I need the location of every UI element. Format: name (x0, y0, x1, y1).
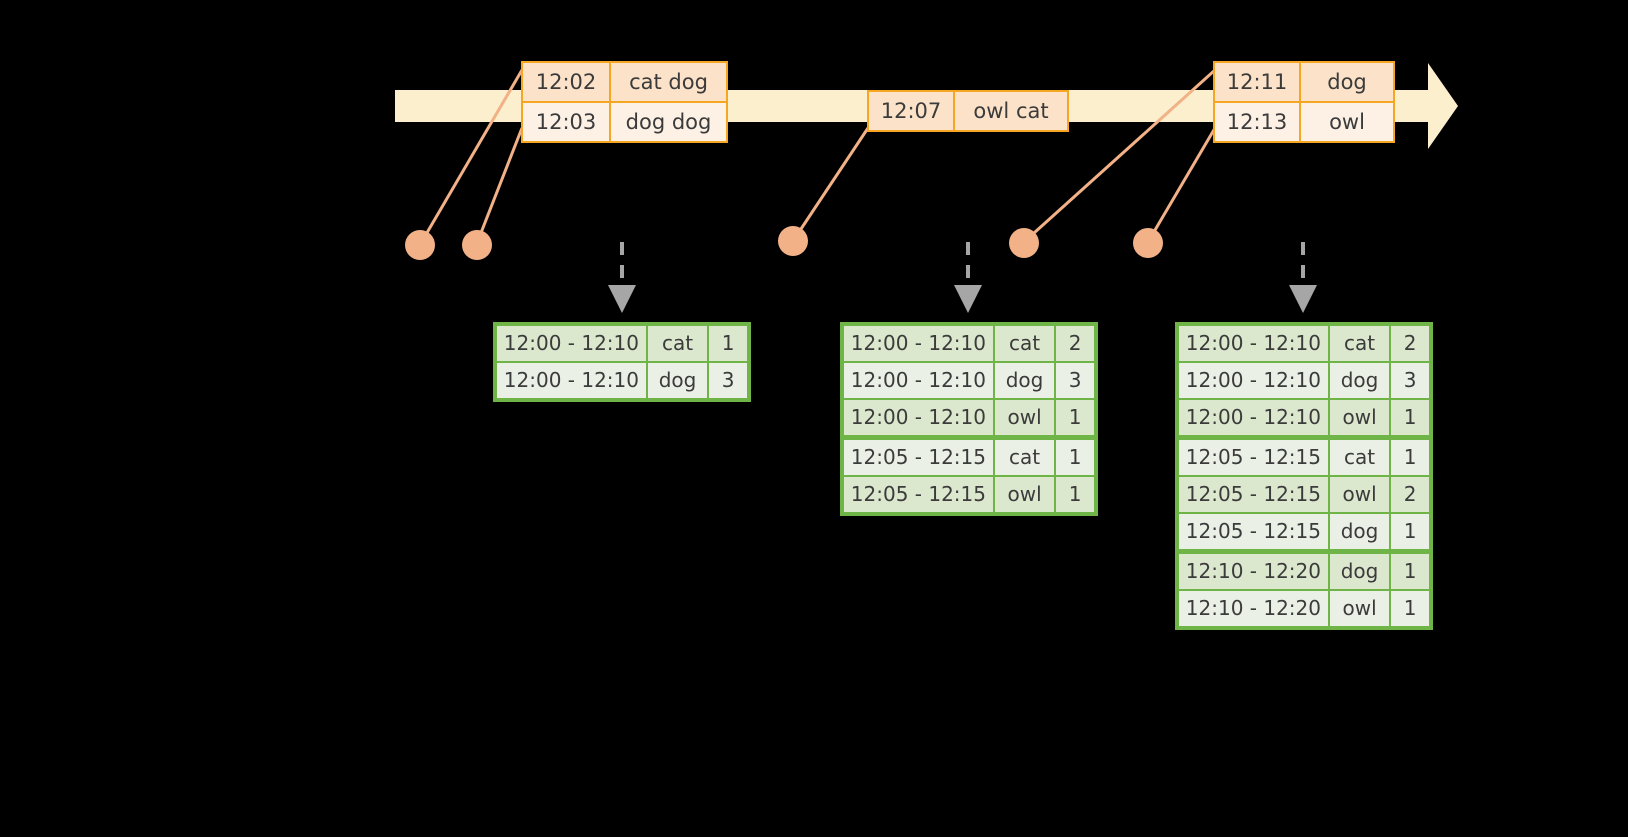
table-row[interactable]: 12:10 - 12:20 dog 1 (1178, 553, 1430, 590)
trigger-arrow-1 (608, 242, 636, 313)
word-cell: cat (1329, 326, 1390, 361)
word-cell: cat (1329, 440, 1390, 475)
count-cell: 2 (1391, 326, 1429, 361)
event-words: owl cat (973, 99, 1049, 123)
trigger-arrow-3 (1289, 242, 1317, 313)
word-cell: dog (1329, 554, 1390, 589)
word-cell: owl (994, 477, 1055, 512)
event-dot-4 (1009, 228, 1039, 258)
event-row[interactable]: 12:02 cat dog (523, 63, 726, 101)
event-words: dog (1327, 70, 1367, 94)
table-row[interactable]: 12:00 - 12:10 cat 1 (496, 325, 748, 362)
table-row[interactable]: 12:00 - 12:10 cat 2 (843, 325, 1095, 362)
window-cell: 12:00 - 12:10 (844, 400, 993, 435)
result-table-3[interactable]: 12:00 - 12:10 cat 2 12:00 - 12:10 dog 3 … (1175, 322, 1433, 630)
table-row[interactable]: 12:00 - 12:10 dog 3 (843, 362, 1095, 399)
event-dot-1 (405, 230, 435, 260)
table-row[interactable]: 12:05 - 12:15 cat 1 (843, 439, 1095, 476)
table-row[interactable]: 12:10 - 12:20 owl 1 (1178, 590, 1430, 627)
window-cell: 12:05 - 12:15 (844, 477, 993, 512)
event-time: 12:13 (1215, 103, 1301, 141)
count-cell: 3 (1391, 363, 1429, 398)
event-time: 12:11 (1215, 63, 1301, 101)
event-row[interactable]: 12:11 dog (1215, 63, 1393, 101)
table-row[interactable]: 12:00 - 12:10 cat 2 (1178, 325, 1430, 362)
table-row[interactable]: 12:05 - 12:15 dog 1 (1178, 513, 1430, 550)
window-cell: 12:00 - 12:10 (844, 363, 993, 398)
event-row[interactable]: 12:07 owl cat (869, 92, 1067, 130)
table-row[interactable]: 12:05 - 12:15 cat 1 (1178, 439, 1430, 476)
event-box-3[interactable]: 12:11 dog 12:13 owl (1213, 61, 1395, 143)
count-cell: 1 (1056, 440, 1094, 475)
event-dot-3 (778, 226, 808, 256)
event-dots (405, 226, 1163, 260)
window-cell: 12:00 - 12:10 (1179, 400, 1328, 435)
table-row[interactable]: 12:05 - 12:15 owl 1 (843, 476, 1095, 513)
window-cell: 12:00 - 12:10 (1179, 326, 1328, 361)
trigger-arrow-2 (954, 242, 982, 313)
table-row[interactable]: 12:00 - 12:10 dog 3 (1178, 362, 1430, 399)
event-words: cat dog (629, 70, 708, 94)
word-cell: owl (1329, 477, 1390, 512)
window-cell: 12:05 - 12:15 (1179, 514, 1328, 549)
event-time: 12:03 (523, 103, 611, 141)
window-group-separator (1178, 550, 1430, 553)
word-cell: dog (994, 363, 1055, 398)
count-cell: 2 (1056, 326, 1094, 361)
event-time: 12:02 (523, 63, 611, 101)
window-cell: 12:00 - 12:10 (1179, 363, 1328, 398)
window-cell: 12:00 - 12:10 (497, 326, 646, 361)
word-cell: cat (994, 440, 1055, 475)
window-cell: 12:00 - 12:10 (497, 363, 646, 398)
event-box-2[interactable]: 12:07 owl cat (867, 90, 1069, 132)
word-cell: owl (1329, 400, 1390, 435)
trigger-arrows (608, 242, 1317, 313)
table-row[interactable]: 12:00 - 12:10 dog 3 (496, 362, 748, 399)
result-table-1[interactable]: 12:00 - 12:10 cat 1 12:00 - 12:10 dog 3 (493, 322, 751, 402)
event-words: owl (1329, 110, 1365, 134)
count-cell: 1 (1391, 400, 1429, 435)
event-row[interactable]: 12:13 owl (1215, 101, 1393, 141)
word-cell: dog (1329, 363, 1390, 398)
table-row[interactable]: 12:00 - 12:10 owl 1 (843, 399, 1095, 436)
count-cell: 1 (709, 326, 747, 361)
event-dot-5 (1133, 228, 1163, 258)
word-cell: owl (1329, 591, 1390, 626)
event-words: dog dog (625, 110, 712, 134)
event-dot-2 (462, 230, 492, 260)
event-row[interactable]: 12:03 dog dog (523, 101, 726, 141)
window-group-separator (1178, 436, 1430, 439)
count-cell: 1 (1391, 554, 1429, 589)
count-cell: 1 (1391, 514, 1429, 549)
table-row[interactable]: 12:00 - 12:10 owl 1 (1178, 399, 1430, 436)
count-cell: 3 (1056, 363, 1094, 398)
word-cell: owl (994, 400, 1055, 435)
window-cell: 12:10 - 12:20 (1179, 554, 1328, 589)
count-cell: 1 (1056, 400, 1094, 435)
word-cell: dog (1329, 514, 1390, 549)
count-cell: 1 (1391, 440, 1429, 475)
event-box-1[interactable]: 12:02 cat dog 12:03 dog dog (521, 61, 728, 143)
table-row[interactable]: 12:05 - 12:15 owl 2 (1178, 476, 1430, 513)
event-time: 12:07 (869, 92, 955, 130)
count-cell: 1 (1391, 591, 1429, 626)
count-cell: 2 (1391, 477, 1429, 512)
word-cell: dog (647, 363, 708, 398)
word-cell: cat (994, 326, 1055, 361)
window-cell: 12:05 - 12:15 (1179, 440, 1328, 475)
window-cell: 12:05 - 12:15 (844, 440, 993, 475)
count-cell: 1 (1056, 477, 1094, 512)
window-cell: 12:05 - 12:15 (1179, 477, 1328, 512)
result-table-2[interactable]: 12:00 - 12:10 cat 2 12:00 - 12:10 dog 3 … (840, 322, 1098, 516)
window-group-separator (843, 436, 1095, 439)
window-cell: 12:10 - 12:20 (1179, 591, 1328, 626)
word-cell: cat (647, 326, 708, 361)
window-cell: 12:00 - 12:10 (844, 326, 993, 361)
count-cell: 3 (709, 363, 747, 398)
